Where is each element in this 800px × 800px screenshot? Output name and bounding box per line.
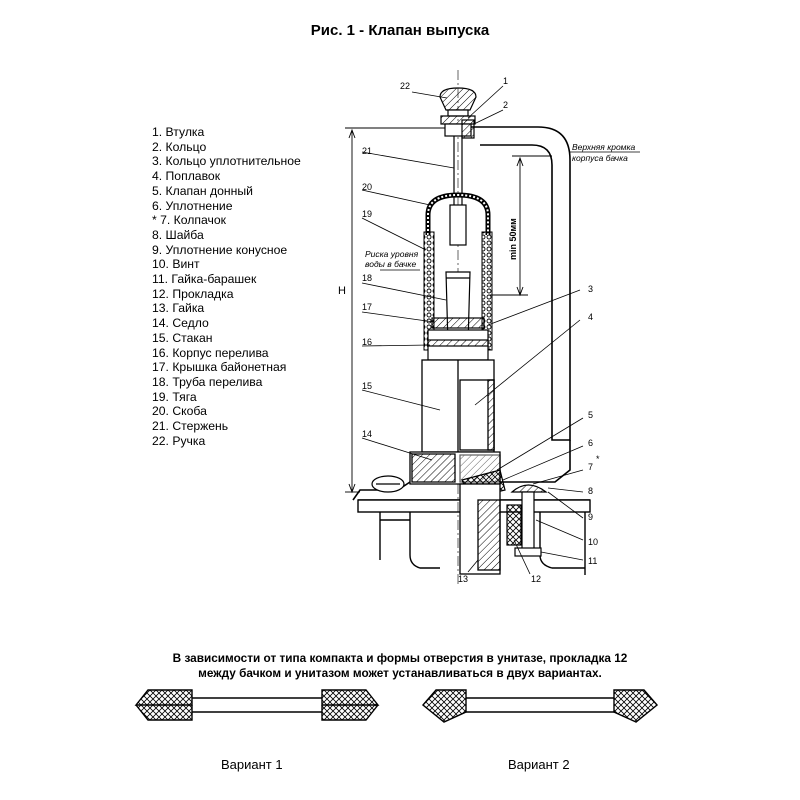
callout-8: 8 xyxy=(588,486,593,496)
legend-item: 14. Седло xyxy=(152,316,209,331)
legend-item: 21. Стержень xyxy=(152,419,229,434)
callout-star: * xyxy=(596,454,600,464)
gasket-12 xyxy=(506,504,522,546)
callout-5: 5 xyxy=(588,410,593,420)
float-4 xyxy=(459,379,495,451)
callout-14: 14 xyxy=(362,429,372,439)
legend-item: 18. Труба перелива xyxy=(152,374,263,389)
callout-18: 18 xyxy=(362,273,372,283)
callout-19: 19 xyxy=(362,209,372,219)
legend-item: 2. Кольцо xyxy=(152,139,207,154)
bushing-1-ring-2 xyxy=(440,115,476,139)
variant-2-gasket xyxy=(421,689,659,723)
legend-item: 11. Гайка-барашек xyxy=(152,272,257,287)
legend-item: 15. Стакан xyxy=(152,330,213,345)
handle-22 xyxy=(439,87,477,117)
note-line-2: между бачком и унитазом может устанавлив… xyxy=(198,666,602,680)
H-dimension-label: H xyxy=(338,285,346,297)
legend-item: 22. Ручка xyxy=(152,433,206,448)
legend-item: 17. Крышка байонетная xyxy=(152,360,287,375)
left-screw xyxy=(371,475,405,493)
callout-13: 13 xyxy=(458,574,468,584)
rod-21 xyxy=(449,136,467,246)
callout-6: 6 xyxy=(588,438,593,448)
callout-4: 4 xyxy=(588,312,593,322)
variant-1-gasket xyxy=(134,689,380,721)
top-edge-label-1: Верхняя кромка xyxy=(572,142,636,152)
legend-item: 6. Уплотнение xyxy=(152,198,233,213)
legend-item: 20. Скоба xyxy=(152,404,207,419)
legend-item: 1. Втулка xyxy=(152,125,205,139)
callout-10: 10 xyxy=(588,537,598,547)
variant-1-label: Вариант 1 xyxy=(221,757,283,772)
callout-11: 11 xyxy=(588,556,597,566)
legend-item: 13. Гайка xyxy=(152,301,205,316)
figure-title: Рис. 1 - Клапан выпуска xyxy=(310,22,490,39)
callout-1: 1 xyxy=(503,76,508,86)
callout-15: 15 xyxy=(362,381,372,391)
note-line-1: В зависимости от типа компакта и формы о… xyxy=(172,651,628,665)
callout-leaders xyxy=(361,85,640,575)
callout-12: 12 xyxy=(531,574,541,584)
callout-9: 9 xyxy=(588,512,593,522)
legend-item: 8. Шайба xyxy=(152,227,204,242)
outlet-pipe xyxy=(459,483,501,575)
callout-2: 2 xyxy=(503,100,508,110)
seat-14 xyxy=(409,451,501,485)
variant-2-label: Вариант 2 xyxy=(508,757,570,772)
water-level-label-2: воды в бачке xyxy=(365,259,416,269)
min-50mm-dimension xyxy=(490,155,552,297)
H-dimension xyxy=(345,127,448,494)
water-level-label-1: Риска уровня xyxy=(365,249,419,259)
top-edge-label-2: корпуса бачка xyxy=(572,153,628,163)
legend-item: 5. Клапан донный xyxy=(152,183,253,198)
legend-item: 19. Тяга xyxy=(152,389,197,404)
bayonet-cap-17 xyxy=(431,317,485,329)
callout-3: 3 xyxy=(588,284,593,294)
installation-note: В зависимости от типа компакта и формы о… xyxy=(0,651,800,681)
legend-item: 16. Корпус перелива xyxy=(152,345,269,360)
legend-item: 4. Поплавок xyxy=(152,169,221,184)
legend-item: 3. Кольцо уплотнительное xyxy=(152,154,301,169)
legend-item: * 7. Колпачок xyxy=(152,213,226,228)
legend-item: 9. Уплотнение конусное xyxy=(152,242,288,257)
legend-item: 12. Прокладка xyxy=(152,286,234,301)
overflow-body-16 xyxy=(427,329,489,361)
screw-10-assembly xyxy=(510,484,548,557)
callout-7: 7 xyxy=(588,462,593,472)
tank-wall xyxy=(470,126,571,441)
parts-legend: 1. Втулка 2. Кольцо 3. Кольцо уплотнител… xyxy=(152,125,301,448)
min-50mm-label: min 50мм xyxy=(508,218,518,260)
legend-item: 10. Винт xyxy=(152,257,200,272)
callout-21: 21 xyxy=(362,146,372,156)
callout-labels: 22 1 2 21 20 19 18 17 16 15 14 3 4 5 6 7… xyxy=(362,76,636,584)
callout-20: 20 xyxy=(362,182,372,192)
callout-17: 17 xyxy=(362,302,372,312)
callout-16: 16 xyxy=(362,337,372,347)
callout-22: 22 xyxy=(400,81,410,91)
